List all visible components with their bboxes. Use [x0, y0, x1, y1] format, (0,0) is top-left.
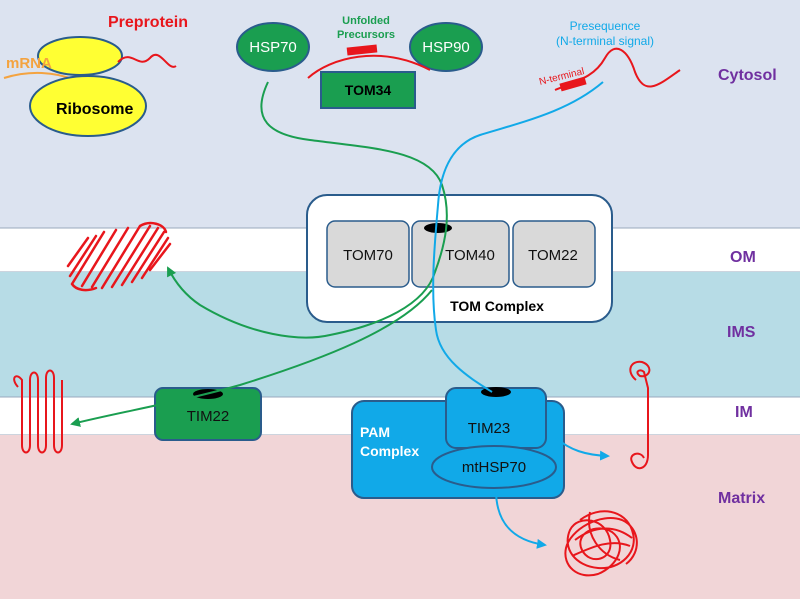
im-anchored-protein [629, 360, 651, 470]
tom70-label: TOM70 [343, 247, 393, 264]
hsp90-label: HSP90 [422, 39, 470, 56]
blue-pathway-matrix-branch [495, 489, 547, 549]
unfolded-label-line2: Precursors [337, 29, 395, 41]
im-label: IM [735, 404, 753, 421]
tim22-label: TIM22 [187, 408, 230, 425]
unfolded-precursor-signal [346, 44, 378, 56]
tom70-box [326, 220, 410, 288]
om-label: OM [730, 249, 756, 266]
green-pathway-tim22-branch [70, 289, 433, 427]
pam-label-line1: PAM [360, 424, 390, 440]
presequence-label-line1: Presequence [570, 19, 641, 33]
green-pathway-main [167, 81, 448, 339]
tim22-box [154, 387, 262, 441]
tom34-box [320, 71, 416, 109]
tim23-label: TIM23 [468, 420, 511, 437]
tom22-box [512, 220, 596, 288]
im-carrier-protein-zigzag [13, 369, 63, 454]
mthsp70-ellipse [431, 445, 557, 489]
presequence-label-line2: (N-terminal signal) [556, 34, 654, 48]
tom34-label: TOM34 [345, 82, 392, 98]
tom40-pore [424, 223, 452, 233]
tom22-label: TOM22 [528, 247, 578, 264]
n-terminal-signal [559, 76, 587, 92]
unfolded-precursor-chain [307, 54, 431, 79]
matrix-label: Matrix [718, 490, 765, 507]
hsp70-label: HSP70 [249, 39, 297, 56]
tom40-label: TOM40 [445, 247, 495, 264]
blue-pathway-im-branch [555, 437, 610, 461]
presequence-chain [554, 47, 681, 91]
pam-label-line2: Complex [360, 443, 419, 459]
ribosome-large-subunit [29, 75, 147, 137]
unfolded-label-line1: Unfolded [342, 15, 390, 27]
preprotein-label: Preprotein [108, 14, 188, 31]
hsp70-chaperone [236, 22, 310, 72]
ims-label: IMS [727, 324, 756, 341]
mrna-label: mRNA [6, 55, 52, 72]
tom-complex-label: TOM Complex [450, 298, 544, 314]
ribosome-small-subunit [37, 36, 123, 76]
hsp90-chaperone [409, 22, 483, 72]
matrix-folded-protein [564, 510, 638, 577]
mthsp70-label: mtHSP70 [462, 459, 526, 476]
ribosome-label: Ribosome [56, 101, 133, 118]
om-beta-barrel-scribble [66, 221, 172, 292]
preprotein-chain [117, 54, 177, 68]
cytosol-label: Cytosol [718, 67, 777, 84]
blue-pathway-main [432, 81, 604, 393]
